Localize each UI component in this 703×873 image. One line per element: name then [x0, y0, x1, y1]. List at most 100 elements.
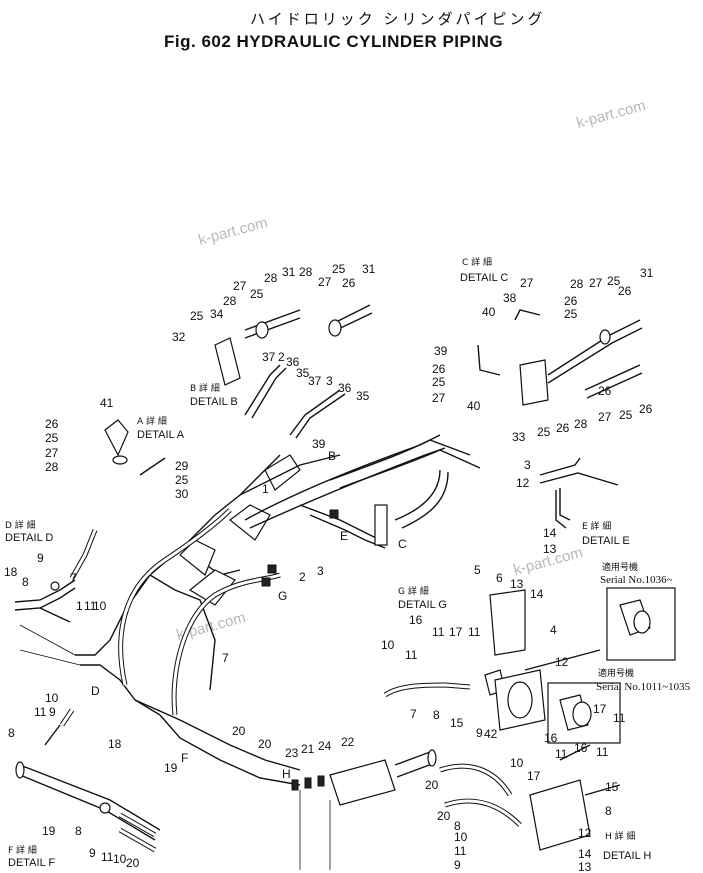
part-number-callout: 25: [619, 408, 633, 422]
part-number-callout: 35: [356, 389, 370, 403]
detail-h-jp: H 詳 細: [605, 830, 636, 842]
part-number-callout: 26: [556, 421, 570, 435]
detail-g-jp: G 詳 細: [398, 585, 429, 597]
part-number-callout: 18: [108, 737, 122, 751]
part-number-callout: 20: [425, 778, 439, 792]
part-number-callout: 1: [262, 482, 269, 496]
part-number-callout: 14: [578, 847, 592, 861]
part-number-callout: 11: [468, 625, 481, 639]
section-markers: B C D E F G H: [91, 449, 407, 781]
part-number-callout: 27: [432, 391, 446, 405]
part-number-callout: 14: [543, 526, 557, 540]
part-number-callout: 13: [510, 577, 524, 591]
part-number-callout: 10: [93, 599, 107, 613]
part-number-callout: 39: [434, 344, 448, 358]
part-number-callout: 7: [222, 651, 229, 665]
part-number-callout: 20: [126, 856, 140, 870]
part-number-callout: 37: [308, 374, 322, 388]
part-number-callout: 3: [317, 564, 324, 578]
marker-g: G: [278, 589, 287, 603]
watermark: k-part.com: [575, 97, 648, 132]
main-assembly: [19, 434, 481, 870]
part-number-callout: 20: [258, 737, 272, 751]
detail-d-assembly: [14, 529, 98, 623]
part-number-callout: 40: [467, 399, 481, 413]
part-number-callout: 28: [570, 277, 584, 291]
part-number-callout: 7: [410, 707, 417, 721]
part-number-callout: 26: [618, 284, 632, 298]
detail-e-jp: E 詳 細: [582, 520, 611, 532]
part-number-callout: 18: [4, 565, 18, 579]
part-number-callout: 20: [437, 809, 451, 823]
part-number-callout: 13: [543, 542, 557, 556]
part-number-callout: 31: [282, 265, 296, 279]
part-number-callout: 42: [484, 727, 498, 741]
part-number-callout: 10: [454, 830, 468, 844]
part-number-callout: 25: [45, 431, 59, 445]
part-number-callout: 10: [45, 691, 59, 705]
serial-1-label: Serial No.1036~: [600, 574, 673, 586]
marker-d: D: [91, 684, 100, 698]
part-number-callout: 15: [605, 780, 619, 794]
part-number-callout: 4: [550, 623, 557, 637]
part-number-callout: 26: [432, 362, 446, 376]
part-number-callout: 27: [520, 276, 534, 290]
part-number-callout: 12: [578, 826, 592, 840]
part-number-callout: 28: [299, 265, 313, 279]
detail-e-label: DETAIL E: [582, 535, 630, 547]
detail-d-jp: D 詳 細: [5, 519, 36, 531]
part-number-callout: 8: [605, 804, 612, 818]
part-number-callout: 41: [100, 396, 114, 410]
part-number-callout: 1: [76, 599, 83, 613]
part-number-callout: 6: [496, 571, 503, 585]
detail-e-assembly: [539, 457, 619, 529]
detail-c-assembly: [477, 309, 643, 406]
part-number-callout: 11: [596, 745, 609, 759]
part-number-callout: 28: [223, 294, 237, 308]
part-number-callout: 23: [285, 746, 299, 760]
part-number-callout: 13: [578, 860, 592, 873]
part-number-callout: 38: [503, 291, 517, 305]
part-number-callout: 17: [527, 769, 541, 783]
part-number-callout: 8: [8, 726, 15, 740]
part-number-callout: 27: [589, 276, 603, 290]
part-number-callout: 24: [318, 739, 332, 753]
part-number-callout: 25: [250, 287, 264, 301]
part-number-callout: 12: [555, 655, 569, 669]
part-number-callout: 22: [341, 735, 355, 749]
part-number-callout: 15: [450, 716, 464, 730]
detail-g-label: DETAIL G: [398, 599, 447, 611]
marker-e: E: [340, 529, 348, 543]
part-number-callout: 16: [544, 731, 558, 745]
part-number-callout: 25: [607, 274, 621, 288]
title-japanese: ハイドロリック シリンダパイピング: [250, 10, 546, 28]
part-number-callout: 33: [512, 430, 526, 444]
part-number-callout: 40: [482, 305, 496, 319]
part-number-callout: 26: [598, 384, 612, 398]
detail-f-jp: F 詳 細: [8, 844, 37, 856]
detail-a-label: DETAIL A: [137, 429, 185, 441]
part-number-callout: 28: [574, 417, 588, 431]
detail-f-assembly: [15, 708, 161, 853]
part-number-callout: 8: [22, 575, 29, 589]
marker-h: H: [282, 767, 291, 781]
part-number-callout: 26: [639, 402, 653, 416]
part-number-callout: 8: [75, 824, 82, 838]
part-number-callout: 27: [233, 279, 247, 293]
part-number-callout: 11: [34, 705, 47, 719]
part-number-callout: 3: [326, 374, 333, 388]
detail-f-label: DETAIL F: [8, 857, 55, 869]
part-number-callout: 11: [101, 850, 114, 864]
part-number-callout: 36: [338, 381, 352, 395]
part-number-callout: 25: [564, 307, 578, 321]
part-number-callout: 2: [299, 570, 306, 584]
detail-b-jp: B 詳 細: [190, 382, 220, 394]
part-number-callout: 26: [342, 276, 356, 290]
part-number-callout: 9: [37, 551, 44, 565]
detail-d-label: DETAIL D: [5, 532, 53, 544]
part-number-callout: 9: [49, 705, 56, 719]
part-number-callout: 17: [593, 702, 607, 716]
detail-a-assembly: [104, 419, 166, 476]
